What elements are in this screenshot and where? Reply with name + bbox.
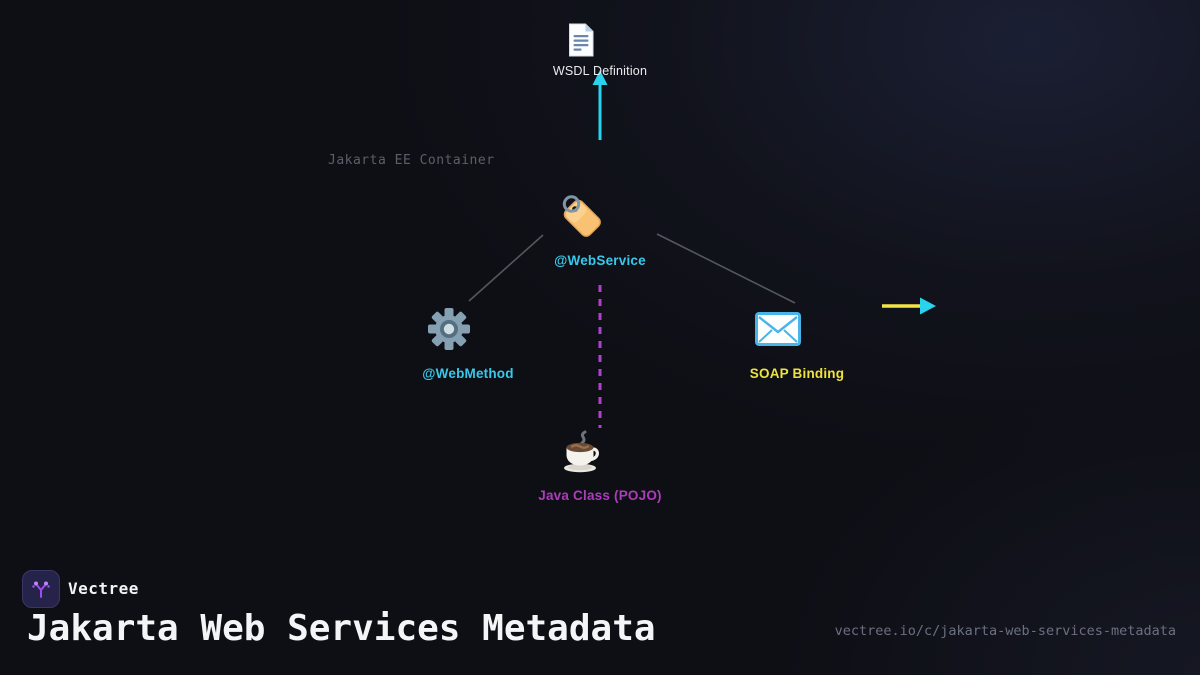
card-url: vectree.io/c/jakarta-web-services-metada…: [834, 623, 1176, 639]
node-soap-binding: SOAP Binding: [687, 311, 907, 381]
soap-binding-label: SOAP Binding: [749, 366, 845, 381]
document-icon: [563, 22, 599, 58]
node-java-class-pojo: Java Class (POJO): [490, 430, 710, 503]
footer: Vectree Jakarta Web Services Metadata ve…: [0, 560, 1200, 675]
gear-icon: [426, 306, 472, 352]
webservice-label: @WebService: [554, 253, 646, 268]
edge-webservice-to-wsdl: [592, 70, 608, 140]
coffee-icon: [558, 430, 604, 474]
jakarta-ee-container-label: Jakarta EE Container: [328, 153, 495, 168]
tag-icon: [555, 192, 607, 244]
node-webmethod: @WebMethod: [358, 306, 578, 381]
java-class-pojo-label: Java Class (POJO): [538, 488, 662, 503]
brand-name: Vectree: [68, 579, 139, 598]
node-wsdl-definition: WSDL Definition: [490, 22, 710, 78]
vectree-branch-icon: [32, 581, 50, 598]
vectree-logo: [22, 570, 60, 608]
webmethod-label: @WebMethod: [422, 366, 514, 381]
page-title: Jakarta Web Services Metadata: [27, 608, 656, 649]
node-webservice: @WebService: [490, 192, 710, 268]
wsdl-definition-label: WSDL Definition: [552, 64, 648, 78]
envelope-icon: [755, 311, 801, 347]
